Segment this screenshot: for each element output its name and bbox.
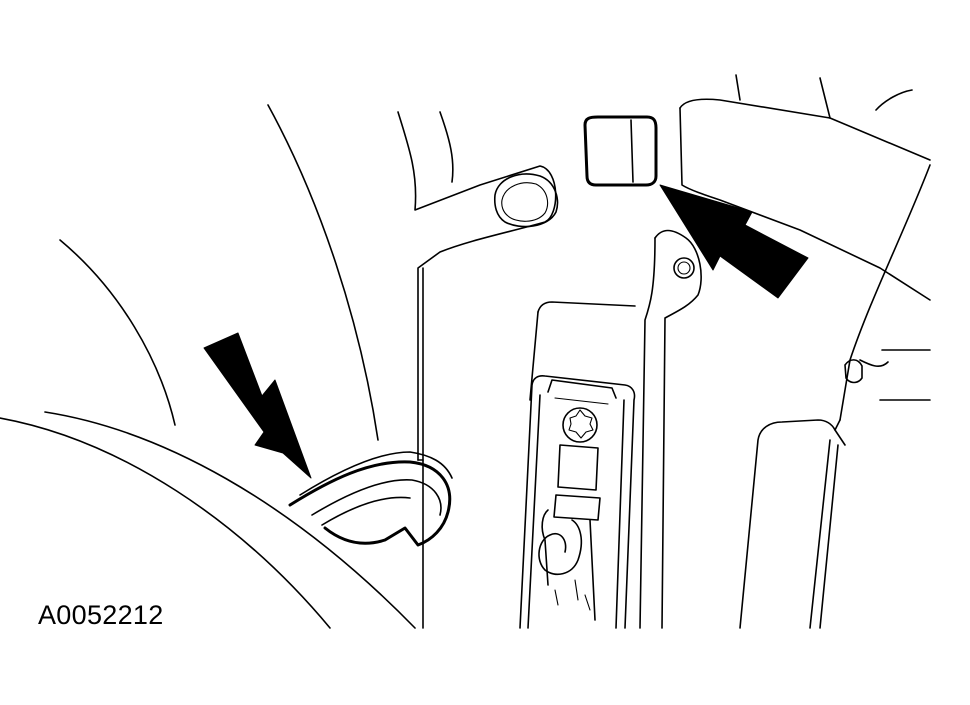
access-plug bbox=[583, 115, 658, 187]
arrow-pointer-upper-right bbox=[659, 184, 809, 299]
right-trim-panel bbox=[679, 74, 931, 629]
arrow-icon bbox=[659, 184, 809, 299]
figure-id-label: A0052212 bbox=[38, 600, 164, 630]
arrow-pointer-lower-left bbox=[203, 332, 312, 479]
arrow-icon bbox=[203, 332, 312, 479]
round-bolt bbox=[493, 173, 559, 228]
anchor-bracket bbox=[639, 229, 702, 629]
rail-cover bbox=[529, 301, 636, 401]
seatbelt-track bbox=[519, 375, 636, 629]
outer-trim-panel bbox=[0, 104, 416, 629]
grab-handle-boot bbox=[288, 451, 453, 547]
